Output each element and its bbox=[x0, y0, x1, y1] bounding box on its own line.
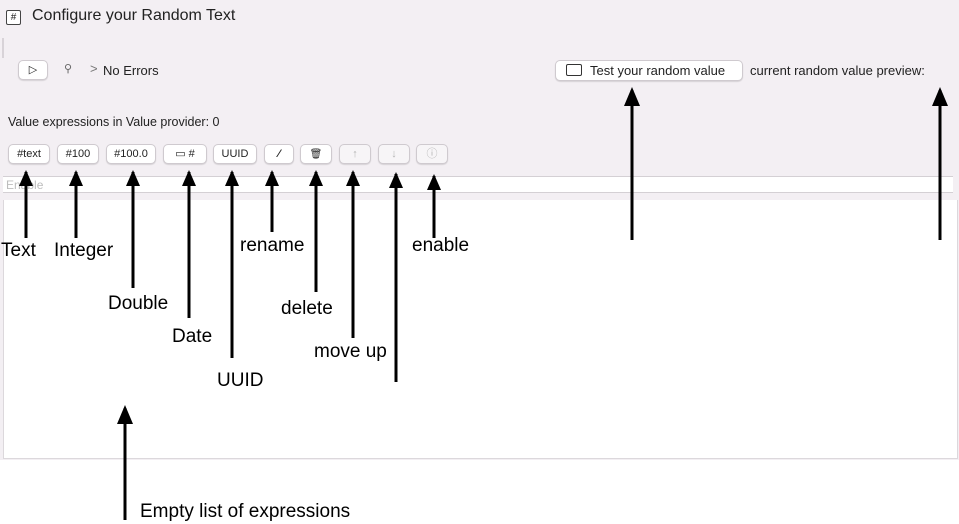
trash-icon: 🗑 bbox=[309, 149, 323, 160]
add-uuid-button[interactable]: UUID bbox=[213, 144, 257, 164]
add-date-button[interactable]: ▭ # bbox=[163, 144, 207, 164]
info-icon: ⓘ bbox=[426, 148, 438, 160]
rename-button[interactable]: ⁄ bbox=[264, 144, 294, 164]
delete-button[interactable]: 🗑 bbox=[300, 144, 332, 164]
configure-window: # Configure your Random Text ▷ ⚲ > No Er… bbox=[0, 0, 959, 460]
pencil-icon: ⁄ bbox=[278, 148, 280, 160]
arrow-down-icon: ↓ bbox=[391, 148, 397, 160]
add-text-button[interactable]: #text bbox=[8, 144, 50, 164]
preview-icon bbox=[566, 64, 582, 76]
play-icon: ▷ bbox=[28, 64, 38, 76]
annotation-integer: Integer bbox=[54, 240, 114, 261]
error-status: No Errors bbox=[103, 63, 159, 78]
runner-icon: ⚲ bbox=[64, 63, 73, 75]
add-integer-button[interactable]: #100 bbox=[57, 144, 99, 164]
expression-list[interactable] bbox=[3, 200, 958, 459]
chevron-right-icon: > bbox=[90, 61, 98, 76]
annotation-rename: rename bbox=[240, 235, 305, 256]
enable-button[interactable]: ⓘ bbox=[416, 144, 448, 164]
annotation-double: Double bbox=[108, 293, 169, 314]
hash-icon: # bbox=[6, 10, 21, 25]
annotation-text: Text bbox=[1, 240, 36, 261]
test-button-label: Test your random value bbox=[590, 63, 726, 78]
divider bbox=[2, 38, 4, 58]
test-random-value-button[interactable]: Test your random value bbox=[555, 60, 743, 81]
expression-count-label: Value expressions in Value provider: 0 bbox=[8, 115, 220, 129]
annotation-empty-list: Empty list of expressions bbox=[140, 501, 351, 522]
preview-label: current random value preview: bbox=[750, 63, 925, 78]
annotation-enable: enable bbox=[412, 235, 470, 256]
window-title: Configure your Random Text bbox=[32, 7, 236, 24]
annotation-move-up: move up bbox=[314, 341, 387, 362]
enable-column-header[interactable]: Enable bbox=[3, 176, 953, 193]
move-down-button[interactable]: ↓ bbox=[378, 144, 410, 164]
arrow-up-icon: ↑ bbox=[352, 148, 358, 160]
annotation-uuid: UUID bbox=[217, 370, 264, 391]
annotation-delete: delete bbox=[281, 298, 333, 319]
run-button[interactable]: ▷ bbox=[18, 60, 48, 80]
add-double-button[interactable]: #100.0 bbox=[106, 144, 156, 164]
move-up-button[interactable]: ↑ bbox=[339, 144, 371, 164]
annotation-date: Date bbox=[172, 326, 213, 347]
title-bar: # Configure your Random Text bbox=[0, 0, 959, 34]
